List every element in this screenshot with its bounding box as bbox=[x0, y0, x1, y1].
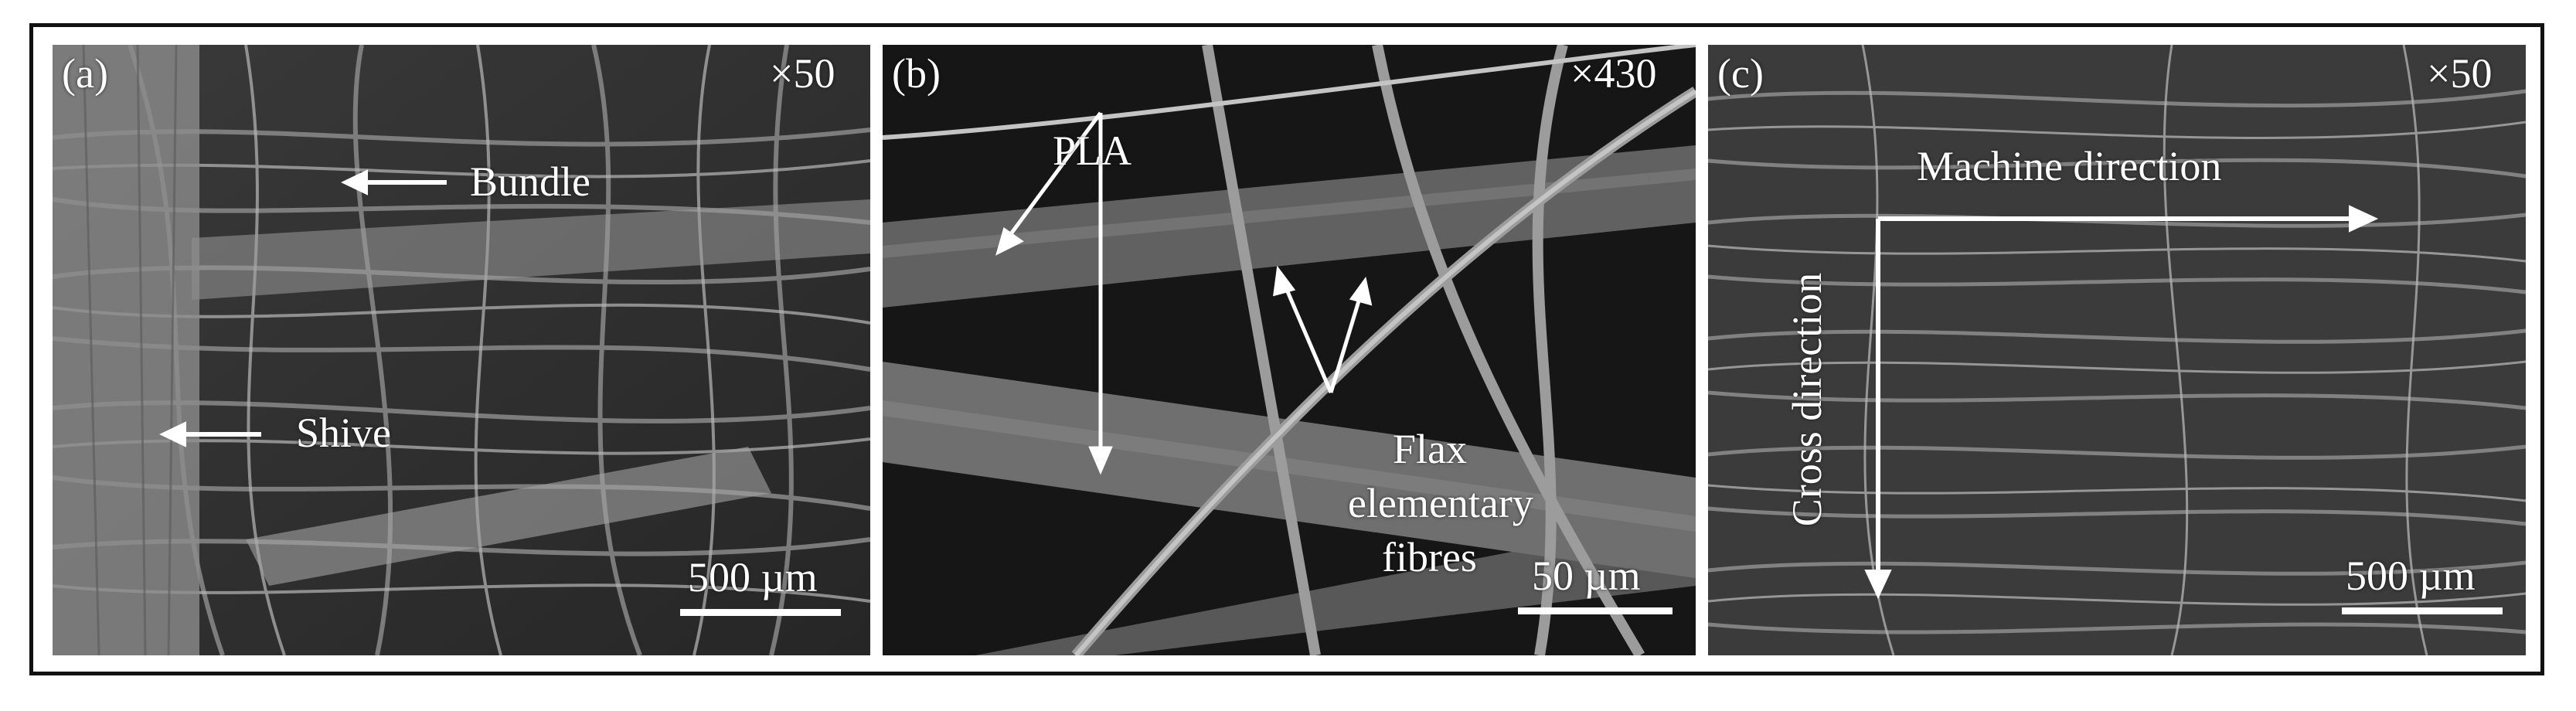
annotation-cross-direction: Cross direction bbox=[1784, 272, 1831, 527]
magnification-b: ×430 bbox=[1570, 50, 1657, 97]
sem-image-b bbox=[883, 45, 1696, 655]
scale-bar-label-b: 50 µm bbox=[1532, 553, 1641, 599]
annotation-flax-line1: Flax bbox=[1393, 426, 1468, 472]
scale-bar-c bbox=[2342, 607, 2503, 614]
annotation-flax-line2: elementary bbox=[1348, 480, 1533, 526]
annotation-shive: Shive bbox=[296, 410, 392, 456]
magnification-a: ×50 bbox=[770, 50, 835, 97]
sem-panel-a: (a) ×50 Bundle Shive 500 µm bbox=[53, 45, 870, 655]
annotation-machine-direction: Machine direction bbox=[1917, 143, 2222, 189]
sem-panel-b: (b) ×430 PLA Flax elementary fibres 50 µ… bbox=[883, 45, 1696, 655]
scale-bar-label-a: 500 µm bbox=[688, 554, 818, 600]
annotation-pla: PLA bbox=[1053, 128, 1132, 174]
scale-bar-label-c: 500 µm bbox=[2346, 553, 2476, 599]
sem-image-c bbox=[1708, 45, 2526, 655]
magnification-c: ×50 bbox=[2427, 50, 2493, 97]
sem-image-a bbox=[53, 45, 870, 655]
panel-label-a: (a) bbox=[62, 50, 108, 97]
scale-bar-a bbox=[680, 609, 841, 616]
scale-bar-b bbox=[1518, 607, 1673, 614]
panel-label-b: (b) bbox=[892, 50, 941, 97]
annotation-bundle: Bundle bbox=[470, 158, 590, 205]
sem-panel-c: (c) ×50 Machine direction Cross directio… bbox=[1708, 45, 2526, 655]
panel-label-c: (c) bbox=[1717, 50, 1764, 97]
annotation-flax-line3: fibres bbox=[1382, 534, 1477, 580]
